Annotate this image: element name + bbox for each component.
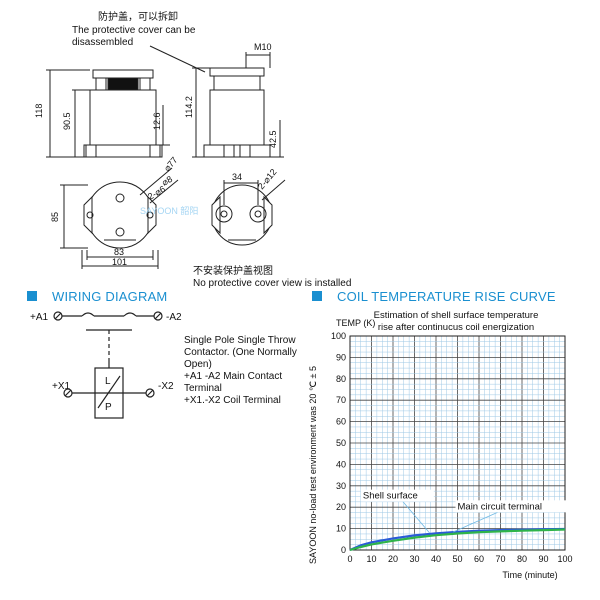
y-tick-label: 40 — [336, 459, 346, 469]
bottom-view-right — [211, 184, 273, 246]
annotation-main-circuit-terminal-leader — [453, 511, 498, 533]
dim-101: 101 — [112, 257, 127, 267]
chart-grid — [349, 335, 566, 551]
coil-label-p: P — [105, 402, 112, 413]
label-x2: -X2 — [158, 381, 174, 392]
no-cover-note-en: No protective cover view is installed — [193, 278, 352, 289]
annotation-shell-surface: Shell surface — [363, 491, 418, 502]
label-a1: +A1 — [30, 312, 49, 323]
dim-90-5: 90.5 — [62, 112, 72, 130]
annotation-shell-surface-leader — [402, 501, 430, 534]
wiring-schematic: +A1 -A2 +X1 -X2 L P — [30, 311, 182, 419]
chart-title-line1: Estimation of shell surface temperature — [374, 310, 539, 321]
x-tick-label: 30 — [409, 554, 419, 564]
wiring-description: Single Pole Single Throw Contactor. (One… — [184, 335, 304, 407]
cover-note-en-2: disassembled — [72, 37, 134, 48]
wiring-diagram-title: WIRING DIAGRAM — [52, 289, 168, 304]
wiring-desc-line: +A1 -A2 Main Contact — [184, 371, 283, 382]
annotation-main-circuit-terminal: Main circuit terminal — [458, 501, 542, 512]
annotation-shell-surface-bg — [360, 489, 434, 502]
series-main-circuit-terminal — [349, 528, 566, 552]
chart-ticks: 0 10 20 30 40 50 60 70 80 90 100 0 10 20 30 40 50 60 70 80 9… — [331, 331, 573, 564]
y-tick-label: 20 — [336, 502, 346, 512]
curve-section-title: COIL TEMPERATURE RISE CURVE — [337, 289, 556, 304]
dim-83: 83 — [114, 247, 124, 257]
cover-note-cn: 防护盖，可以拆卸 — [98, 12, 178, 23]
chart-frame — [349, 335, 566, 551]
dim-118: 118 — [34, 104, 44, 118]
cover-note-en-1: The protective cover can be — [72, 25, 196, 36]
x-tick-label: 70 — [495, 554, 505, 564]
y-tick-label: 100 — [331, 331, 346, 341]
curve-section-icon — [312, 291, 322, 301]
watermark-logo: SAYOON 韶阳 — [140, 205, 198, 216]
x-tick-label: 0 — [347, 554, 352, 564]
wiring-desc-line: Open) — [184, 359, 212, 370]
terminal-x1-circle — [63, 388, 73, 398]
dim-m10: M10 — [254, 42, 272, 52]
y-tick-label: 50 — [336, 438, 346, 448]
annotation-main-circuit-terminal-bg — [455, 500, 571, 513]
terminal-x2-circle — [145, 388, 155, 398]
x-tick-label: 50 — [452, 554, 462, 564]
y-tick-label: 80 — [336, 374, 346, 384]
dim-85: 85 — [50, 212, 60, 222]
dim-phi8: ⌀8 — [160, 174, 174, 188]
x-tick-label: 60 — [474, 554, 484, 564]
wiring-section-icon — [27, 291, 37, 301]
chart-ylabel-side: SAYOON no-load test environment was 20 ℃… — [308, 366, 318, 564]
dim-phi77: ⌀77 — [162, 155, 180, 173]
dim-12-6: 12.6 — [152, 112, 162, 130]
y-tick-label: 30 — [336, 481, 346, 491]
wiring-desc-line: Contactor. (One Normally — [184, 347, 297, 358]
chart-xlabel: Time (minute) — [502, 570, 557, 580]
x-tick-label: 40 — [431, 554, 441, 564]
x-tick-label: 10 — [366, 554, 376, 564]
dim-114-2: 114.2 — [184, 96, 194, 118]
x-tick-label: 90 — [538, 554, 548, 564]
front-view-body — [83, 69, 163, 158]
label-a2: -A2 — [166, 312, 182, 323]
y-tick-label: 90 — [336, 352, 346, 362]
coil-label-l: L — [105, 376, 111, 387]
no-cover-note-cn: 不安装保护盖视图 — [193, 266, 273, 277]
y-tick-label: 0 — [341, 545, 346, 555]
x-tick-label: 100 — [557, 554, 572, 564]
wiring-desc-line: +X1.-X2 Coil Terminal — [184, 395, 281, 406]
label-x1: +X1 — [52, 381, 71, 392]
x-tick-label: 20 — [388, 554, 398, 564]
y-tick-label: 10 — [336, 524, 346, 534]
terminal-a2-circle — [153, 311, 163, 321]
bottom-view-left — [83, 181, 157, 249]
dim-34: 34 — [232, 172, 242, 182]
side-view-body — [203, 67, 271, 158]
y-tick-label: 70 — [336, 395, 346, 405]
wiring-desc-line: Terminal — [184, 383, 222, 394]
chart-title-line2: rise after continucus coil energization — [378, 322, 534, 333]
dim-42-5: 42.5 — [268, 130, 278, 148]
y-tick-label: 60 — [336, 417, 346, 427]
x-tick-label: 80 — [517, 554, 527, 564]
dim-2-phi12: 2-⌀12 — [256, 167, 279, 191]
technical-drawing: M10 118 90.5 12.6 114.2 42.5 85 83 101 3… — [34, 42, 286, 269]
wiring-desc-line: Single Pole Single Throw — [184, 335, 296, 346]
chart-ylabel: TEMP (K) — [336, 318, 375, 328]
